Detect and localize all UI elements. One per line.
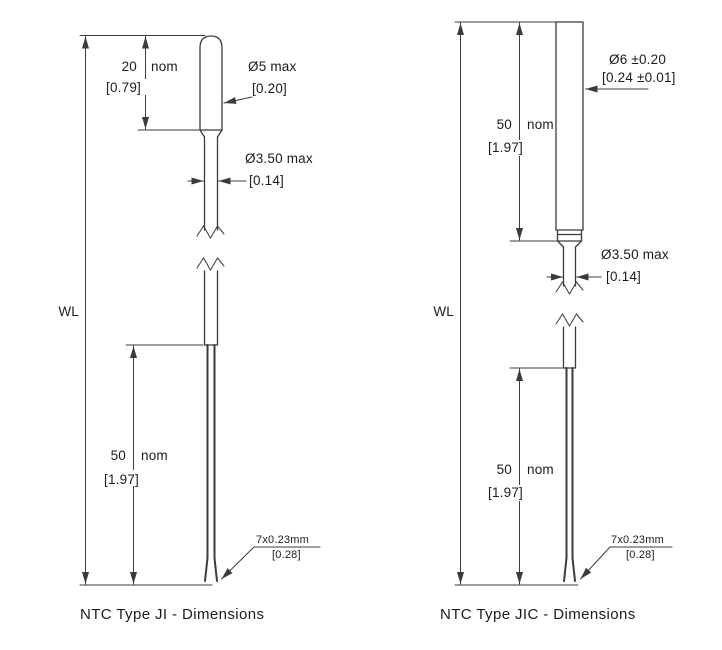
lead-length-alt: [1.97]: [488, 485, 523, 500]
probe-ji-tube-lower: [203, 270, 219, 346]
probe-ji-cap-taper: [199, 129, 223, 138]
probe-jic-labels: Ø6 ±0.20 [0.24 ±0.01] 50 nom [1.97] Ø3.5…: [433, 52, 675, 561]
body-diameter-top-label: Ø6 ±0.20: [609, 52, 666, 67]
probe-ji-wires: [204, 344, 218, 582]
tip-length-alt: [0.79]: [106, 80, 141, 95]
tip-diameter-leader: [223, 96, 253, 104]
body-diameter-alt: [0.14]: [249, 173, 284, 188]
extension-lines: [79, 35, 213, 586]
text-mask: [100, 470, 148, 486]
text-mask: [484, 140, 531, 156]
caption-type-jic: NTC Type JIC - Dimensions: [440, 606, 636, 623]
probe-ji-dimension-lines: [79, 35, 321, 586]
probe-ji-cap: [199, 35, 223, 131]
probe-ji-tube-upper: [203, 136, 219, 231]
dimension-text-masks: [484, 140, 531, 501]
body-diameter-top-alt: [0.24 ±0.01]: [602, 70, 676, 85]
lead-length-unit: nom: [527, 462, 554, 477]
break-symbol-icon: [555, 281, 584, 295]
lead-length-value: 50: [497, 462, 512, 477]
probe-jic-collar: [556, 229, 583, 242]
tip-length-value: 20: [122, 59, 137, 74]
wire-length-label: WL: [58, 304, 79, 319]
probe-jic-tube-upper: [562, 246, 577, 287]
lead-length-unit: nom: [141, 448, 168, 463]
wire-spec-alt: [0.28]: [626, 549, 655, 561]
lead-length-alt: [1.97]: [104, 472, 139, 487]
tip-diameter-alt: [0.20]: [252, 81, 287, 96]
body-length-unit: nom: [527, 117, 554, 132]
wire-spec-label: 7x0.23mm: [611, 534, 664, 546]
caption-type-ji: NTC Type JI - Dimensions: [80, 606, 264, 623]
wire-spec-leader: [221, 546, 321, 580]
probe-jic-tube-wide: [555, 21, 584, 231]
probe-jic-body: [555, 21, 584, 582]
probe-jic-dimension-lines: [454, 21, 673, 586]
break-symbol-icon: [196, 257, 225, 271]
lead-length-value: 50: [111, 448, 126, 463]
wire-spec-label: 7x0.23mm: [256, 534, 309, 546]
body-length-value: 50: [497, 117, 512, 132]
body-diameter-label: Ø3.50 max: [245, 151, 313, 166]
probe-ji-labels: 20 nom [0.79] Ø5 max [0.20] Ø3.50 max [0…: [58, 59, 313, 561]
probe-jic-taper: [556, 240, 583, 248]
probe-jic-diagram: Ø6 ±0.20 [0.24 ±0.01] 50 nom [1.97] Ø3.5…: [433, 21, 675, 623]
extension-lines: [454, 21, 579, 586]
neck-diameter-alt: [0.14]: [606, 269, 641, 284]
wire-length-label: WL: [433, 304, 454, 319]
tip-diameter-label: Ø5 max: [248, 59, 297, 74]
text-mask: [102, 79, 148, 95]
wire-spec-alt: [0.28]: [272, 549, 301, 561]
probe-ji-diagram: 20 nom [0.79] Ø5 max [0.20] Ø3.50 max [0…: [58, 35, 321, 623]
probe-ji-body: [196, 35, 225, 582]
wire-spec-leader: [580, 546, 673, 580]
tip-length-unit: nom: [151, 59, 178, 74]
neck-diameter-label: Ø3.50 max: [601, 247, 669, 262]
dimension-text-masks: [100, 79, 148, 486]
probe-jic-wires: [563, 367, 576, 582]
break-symbol-icon: [555, 313, 584, 327]
text-mask: [484, 485, 531, 501]
probe-jic-tube-lower: [562, 326, 577, 369]
break-symbol-icon: [196, 225, 225, 239]
body-length-alt: [1.97]: [488, 140, 523, 155]
